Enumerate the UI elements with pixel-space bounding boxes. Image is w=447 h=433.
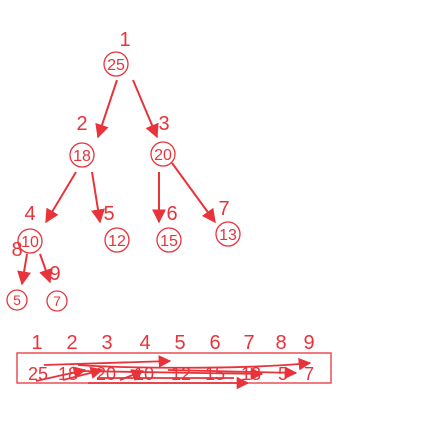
array-value: 25: [28, 364, 48, 384]
array-index: 8: [275, 332, 286, 354]
node-index: 6: [166, 203, 177, 225]
array-value: 13: [241, 364, 261, 384]
node-index: 9: [49, 263, 60, 285]
array-value-row: 25 18 20 10 12 15 13 5 7: [28, 364, 314, 384]
node-index: 8: [11, 239, 22, 261]
arrow-4-to-8: [167, 366, 298, 380]
array-value: 12: [171, 364, 191, 384]
edge-1-2: [95, 79, 118, 139]
node-circle: [215, 221, 241, 247]
arrow-3-to-4: [119, 369, 145, 381]
tree-node-7: 7 13: [215, 198, 241, 247]
arrow-3-to-6: [76, 367, 264, 381]
edge-2-5: [91, 171, 105, 224]
node-index: 7: [218, 198, 229, 220]
edge-2-4: [45, 171, 77, 224]
node-index: 5: [103, 203, 114, 225]
node-value: 7: [53, 293, 61, 309]
node-circle: [69, 142, 95, 168]
node-circle: [46, 290, 68, 312]
node-value: 13: [219, 227, 237, 244]
array-index: 2: [66, 332, 77, 354]
array-value: 15: [205, 364, 225, 384]
array-index-row: 1 2 3 4 5 6 7 8 9: [31, 332, 314, 354]
tree-node-2: 2 18: [69, 113, 95, 168]
array-index: 1: [31, 332, 42, 354]
array-arrows: [35, 355, 312, 390]
node-index: 4: [24, 203, 35, 225]
node-circle: [17, 228, 43, 254]
array-value: 18: [58, 364, 78, 384]
tree-node-5: 5 12: [103, 203, 130, 253]
node-value: 18: [73, 148, 91, 165]
node-index: 2: [76, 113, 87, 135]
node-value: 15: [160, 233, 178, 250]
array-index: 7: [243, 332, 254, 354]
array-value: 5: [278, 364, 288, 384]
node-index: 3: [158, 113, 169, 135]
array-index: 5: [174, 332, 185, 354]
arrow-1-to-2: [35, 366, 87, 382]
tree-node-6: 6 15: [156, 203, 182, 253]
node-circle: [103, 51, 129, 77]
tree-node-4: 4 10: [17, 203, 43, 254]
array-index: 4: [139, 332, 150, 354]
array-index: 6: [209, 332, 220, 354]
node-value: 25: [107, 57, 125, 74]
array-index: 3: [101, 332, 112, 354]
array-value: 7: [304, 364, 314, 384]
arrow-3-to-7: [77, 357, 312, 371]
tree-edges: [17, 79, 216, 286]
array-index: 9: [303, 332, 314, 354]
edge-1-3: [132, 79, 159, 139]
tree-node-3: 3 20: [150, 113, 176, 167]
node-value: 5: [13, 292, 21, 308]
node-value: 20: [154, 147, 172, 164]
tree-node-8: 8 5: [6, 239, 28, 311]
node-index: 1: [119, 29, 130, 51]
node-circle: [104, 227, 130, 253]
node-value: 12: [108, 233, 126, 250]
edge-4-8: [17, 253, 31, 286]
arrow-1-to-3: [43, 355, 172, 368]
node-circle: [156, 227, 182, 253]
node-circle: [6, 289, 28, 311]
edge-3-7: [171, 162, 216, 224]
edge-4-9: [39, 253, 53, 284]
node-value: 10: [21, 234, 39, 251]
array-value: 20: [96, 364, 116, 384]
node-circle: [150, 141, 176, 167]
tree-node-9: 9 7: [46, 263, 68, 312]
array-value: 10: [134, 364, 154, 384]
tree-node-1: 1 25: [103, 29, 131, 77]
